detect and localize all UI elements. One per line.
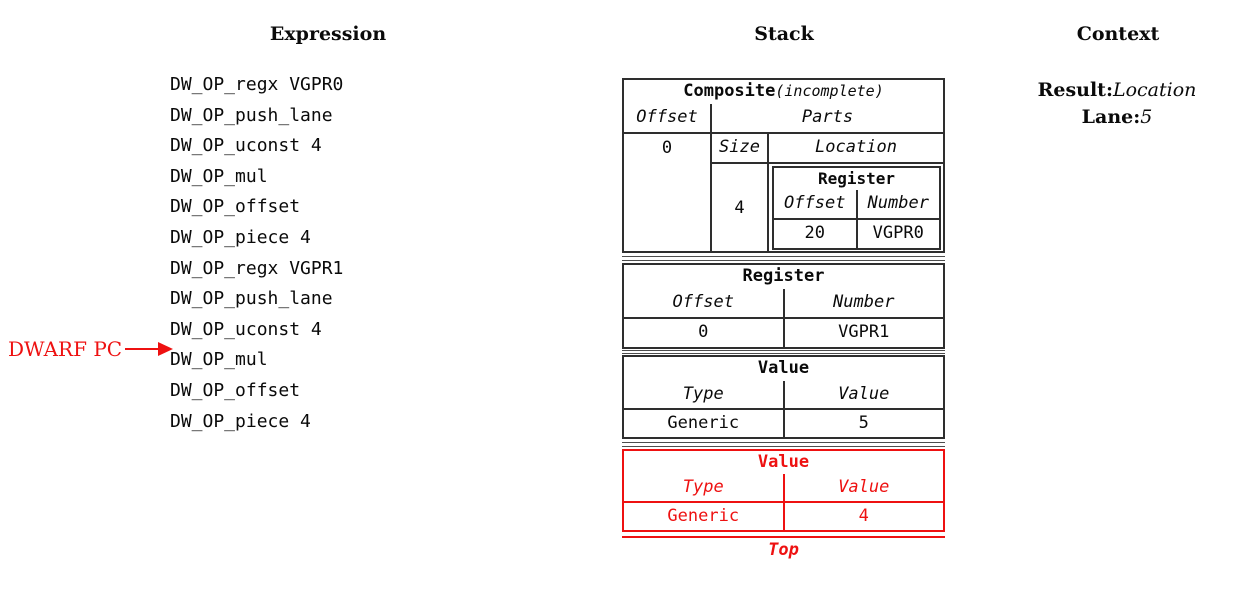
expression-op: DW_OP_mul: [170, 165, 268, 187]
context-result-line: Result:Location: [1017, 77, 1217, 104]
composite-subtitle: (incomplete): [775, 82, 884, 100]
result-label: Result:: [1037, 79, 1113, 101]
register-offset-value: 20: [804, 223, 825, 243]
expression-list: DW_OP_regx VGPR0 DW_OP_push_lane DW_OP_u…: [170, 70, 343, 437]
register-number-header: Number: [782, 289, 944, 317]
register-number-value: VGPR0: [855, 220, 940, 248]
stack-entry-separator: [622, 350, 945, 354]
nested-register-value-row: 20 VGPR0: [774, 220, 939, 248]
register-number-value: VGPR1: [782, 319, 944, 347]
value-value-row: Generic 4: [624, 503, 943, 530]
value-title: Value: [757, 358, 810, 378]
context-header: Context: [1076, 23, 1160, 45]
stack-column: Composite(incomplete) Offset 0 Parts Siz…: [622, 78, 945, 560]
dwarf-pc-label: DWARF PC: [8, 337, 123, 361]
value-type-value: Generic: [667, 506, 740, 526]
context-panel: Result:Location Lane:5: [1017, 77, 1217, 131]
parts-subtable: Size 4 Location Register Offset Number: [712, 134, 943, 251]
stack-entry-separator: [622, 442, 945, 447]
nested-register-title: Register: [817, 169, 896, 188]
nested-register-header-row: Offset Number: [774, 190, 939, 220]
stack-entry-separator: [622, 256, 945, 261]
register-offset-header: Offset: [672, 292, 734, 312]
lane-value: 5: [1140, 106, 1153, 128]
value-type-header: Type: [682, 383, 724, 404]
expression-op: DW_OP_mul: [170, 349, 268, 371]
stack-header: Stack: [754, 23, 814, 45]
register-header-row: Offset Number: [624, 289, 943, 319]
value-value-header: Value: [782, 380, 944, 408]
value-value-value: 4: [782, 503, 944, 530]
nested-register-table: Register Offset Number 20 VGPR0: [772, 166, 941, 250]
expression-op: DW_OP_piece 4: [170, 226, 311, 248]
register-number-header: Number: [855, 190, 940, 218]
size-value: 4: [734, 197, 745, 218]
lane-label: Lane:: [1081, 106, 1141, 128]
expression-op: DW_OP_push_lane: [170, 104, 333, 126]
location-column-header: Location: [769, 134, 943, 164]
register-title: Register: [742, 266, 825, 286]
parts-column-header: Parts: [712, 104, 943, 134]
stack-entry-composite: Composite(incomplete) Offset 0 Parts Siz…: [622, 78, 945, 253]
expression-op: DW_OP_regx VGPR1: [170, 257, 344, 279]
expression-op: DW_OP_uconst 4: [170, 318, 322, 340]
stack-top-label: Top: [768, 540, 799, 560]
arrow-right-icon: [158, 342, 174, 356]
expression-op: DW_OP_offset: [170, 196, 301, 218]
composite-parts-column: Parts Size 4 Location Register Offset: [712, 104, 943, 251]
expression-op: DW_OP_regx VGPR0: [170, 74, 344, 95]
value-value-header: Value: [782, 474, 944, 501]
expression-op: DW_OP_uconst 4: [170, 135, 322, 157]
expression-op: DW_OP_piece 4: [170, 410, 311, 432]
register-offset-header: Offset: [784, 193, 846, 213]
result-value: Location: [1112, 79, 1197, 101]
dwarf-pc-marker: DWARF PC: [8, 337, 174, 361]
stack-entry-value: Value Type Value Generic 5: [622, 355, 945, 439]
value-value-value: 5: [782, 410, 944, 437]
register-offset-value: 0: [698, 322, 709, 342]
part-location-column: Location Register Offset Number 20 VGPR0: [769, 134, 943, 251]
composite-body: Offset 0 Parts Size 4 Location Register: [624, 104, 943, 251]
offset-value: 0: [661, 138, 673, 158]
arrow-shaft: [125, 348, 159, 350]
composite-title-row: Composite(incomplete): [624, 80, 943, 104]
value-title: Value: [757, 452, 810, 472]
composite-title: Composite: [683, 81, 776, 101]
value-header-row: Type Value: [624, 380, 944, 410]
context-lane-line: Lane:5: [1017, 104, 1217, 131]
expression-op: DW_OP_offset: [170, 379, 301, 401]
stack-entry-register: Register Offset Number 0 VGPR1: [622, 263, 945, 349]
register-value-row: 0 VGPR1: [624, 319, 943, 347]
value-type-value: Generic: [667, 413, 740, 433]
stack-top-line: [622, 536, 945, 538]
value-header-row: Type Value: [624, 474, 943, 503]
value-type-header: Type: [682, 477, 724, 498]
composite-offset-column: Offset 0: [624, 104, 712, 251]
part-size-column: Size 4: [712, 134, 769, 251]
expression-header: Expression: [269, 23, 387, 45]
value-value-row: Generic 5: [624, 410, 943, 437]
size-column-header: Size: [712, 134, 767, 164]
stack-entry-value-top: Value Type Value Generic 4: [622, 449, 945, 532]
expression-op: DW_OP_push_lane: [170, 288, 333, 310]
offset-column-header: Offset: [624, 104, 710, 134]
